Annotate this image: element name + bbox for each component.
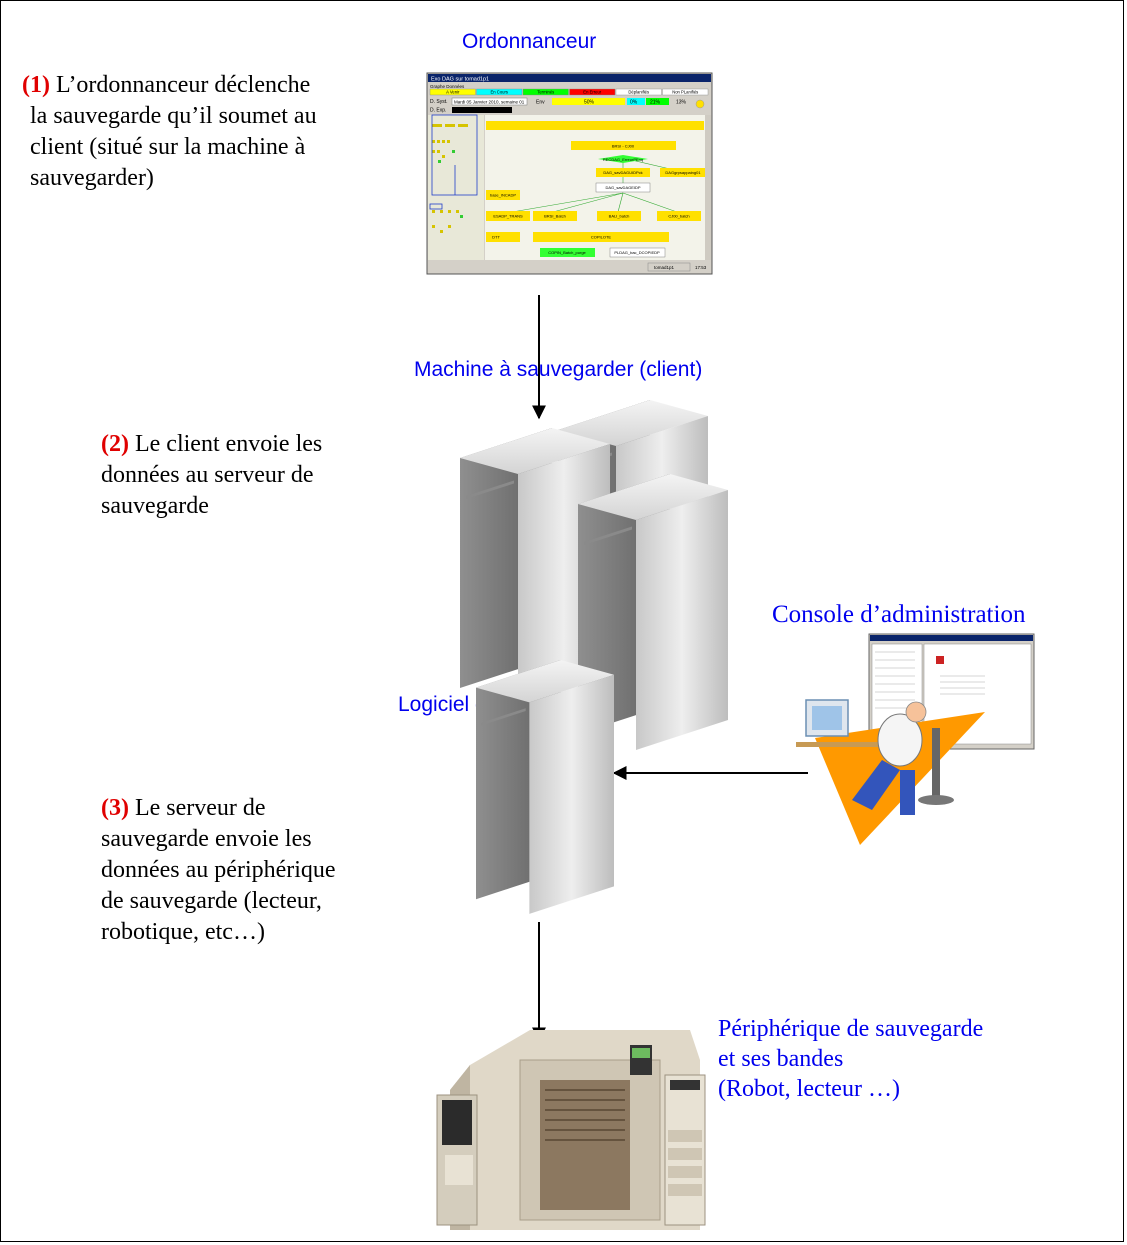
status-tab-label: A Venir [446,90,460,95]
scheduler-window-menu: Graphe Données [430,84,465,89]
scheduler-node: ESADP_TRANS [493,214,523,219]
step-line: sauvegarder) [30,165,154,191]
d-syst-label: D. Syst. [430,99,448,105]
status-tab [522,88,569,96]
status-tab [615,88,662,96]
step-line: la sauvegarde qu’il soumet au [30,103,317,129]
scheduler-node: BRSI - CJ00 [612,144,635,149]
step-number: (2) [101,431,129,457]
step-2-text: (2) Le client envoie les données au serv… [101,429,322,522]
device-label-line: Périphérique de sauvegarde [718,1016,984,1042]
scheduler-label: Ordonnanceur [462,30,597,53]
scheduler-node: DTT [492,235,500,240]
status-tab-label: Déplanifiés [628,90,649,95]
client-machine-label: Machine à sauvegarder (client) [414,358,703,381]
pct-value: 0% [630,100,638,106]
env-label: Env [536,100,545,106]
step-line: L’ordonnanceur déclenche [49,72,311,98]
device-label-line: (Robot, lecteur …) [718,1076,900,1102]
step-line: de sauvegarde (lecteur, [101,888,322,914]
scheduler-node: base_INCADP [490,193,516,198]
pct-value: 21% [650,100,661,106]
scheduler-node: CJ00_batch [668,214,689,219]
step-line: sauvegarde envoie les [101,826,312,852]
status-tab [662,88,709,96]
device-label-line: et ses bandes [718,1046,844,1072]
step-line: données au serveur de [101,462,314,488]
bulb-icon [695,99,705,109]
d-exp-label: D. Exp. [430,108,446,114]
step-line: sauvegarde [101,493,209,519]
step-line: Le serveur de [128,795,266,821]
scheduler-window: Exo DAG sur tomad1p1 Graphe Données A Ve… [426,72,713,275]
scheduler-node: DAGgrpsappaing01 [665,170,701,175]
statusbar-time: 17:53 [695,265,707,270]
admin-console-illustration [796,633,1035,845]
statusbar-text: tomad1p1 [654,265,675,270]
step-line: client (situé sur la machine à [30,134,306,160]
tape-library-illustration [436,1030,706,1230]
status-tab-label: En Cours [491,90,508,95]
status-tab-label: En Erreur [583,90,602,95]
scheduler-node: PLDAG_bac_DCOPIEDP [614,250,660,255]
pct-value: 50% [584,100,595,106]
scheduler-node: BRSI_Batch [544,214,566,219]
scheduler-node: DAG_savDAGEIDP [605,185,640,190]
scheduler-window-title: Exo DAG sur tomad1p1 [431,77,489,83]
scheduler-node: DAG_savDAGUIDPck [603,170,642,175]
step-line: robotique, etc…) [101,919,265,945]
status-tab-label: Terminés [537,90,554,95]
step-line: Le client envoie les [128,431,323,457]
status-tab [476,88,523,96]
status-tab-label: Non PLanifiés [672,90,698,95]
status-tab [429,88,476,96]
scheduler-node: COPILOTE [591,235,612,240]
pct-value: 13% [676,100,687,106]
backup-server-icon [476,660,614,914]
scheduler-node: COPIN_Batch_purge [548,250,586,255]
device-label: Périphérique de sauvegarde et ses bandes… [718,1014,983,1104]
d-syst-value: Mardi 05 Janvier 2010, semaine 01 [454,100,525,105]
step-number: (3) [101,795,129,821]
step-1-text: (1) L’ordonnanceur déclenche la sauvegar… [22,70,317,194]
admin-console-label: Console d’administration [772,601,1026,628]
status-tab [569,88,616,96]
step-line: données au périphérique [101,857,336,883]
scheduler-node: RECDAG_ErreurPEnq [603,157,643,162]
scheduler-node: BALI_batch [609,214,630,219]
step-number: (1) [22,72,50,98]
step-3-text: (3) Le serveur de sauvegarde envoie les … [101,793,336,948]
